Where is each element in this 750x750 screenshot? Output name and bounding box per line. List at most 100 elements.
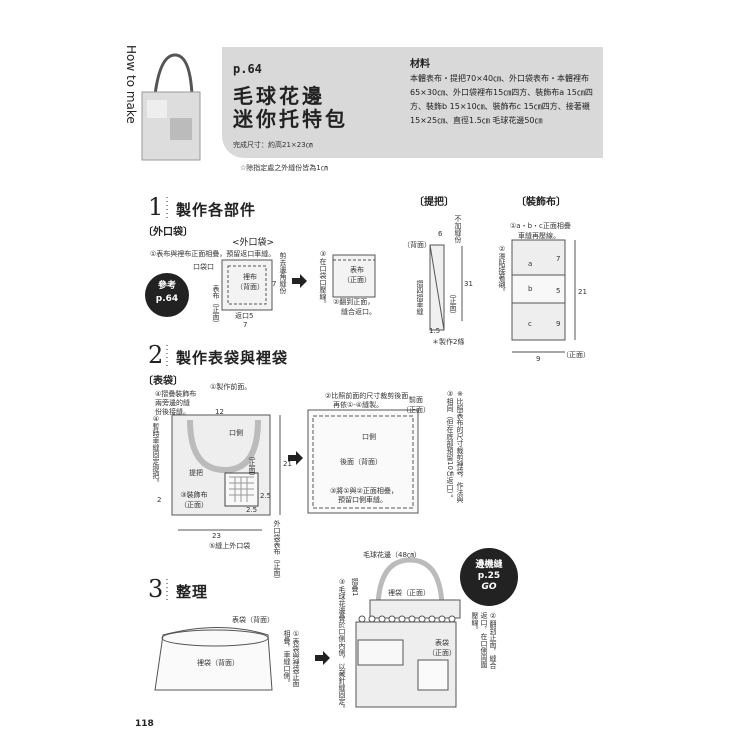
step3-note3: ③毛球花邊疊於口側內側，以藏針縫固定。 [338,578,346,712]
dim-25a: 2.5 [260,492,272,500]
title-line-1: 毛球花邊 [233,84,325,108]
lining-front-label: 裡袋（正面） [388,589,430,597]
header-box [222,47,603,158]
pocket-title: <外口袋> [232,238,275,248]
dim-2: 2 [157,496,162,504]
handle-front: （正面） [449,290,457,318]
deco-c: c [528,320,532,328]
turn-diagram [154,627,273,691]
front-face-label: 前面 （正面） [402,395,430,415]
pocket-label: 〔外口袋〕 [143,227,193,238]
pocket-step1: ①表布與裡布正面相疊，預留返口車縫。 [150,250,276,258]
handle-make-2: ＊製作2條 [432,338,465,346]
step3-title: 整理 [176,583,209,601]
bubble-page: p.25 [477,571,501,581]
deco-dim-21: 21 [578,288,587,296]
front-side: （正面） [248,452,256,480]
deco-step1: ①a・b・c正面相疊車縫再壓線。 [510,221,571,241]
seam-note: ☆除指定處之外縫份皆為1㎝ [240,164,328,172]
dim-21: 21 [283,460,292,468]
bubble-text: 邊機縫 [475,560,503,570]
deco-dim-5: 5 [556,287,561,295]
bag-photo [141,53,201,161]
back-step2-line: 再依①-④縫製。 [333,401,384,409]
handle-no-seam: 不加縫份 [454,215,462,243]
pocket-step2-line: 縫合返口。 [341,308,376,316]
opening-label: 返口5 [235,312,254,320]
materials-title: 材料 [410,59,430,70]
outer-bag-label: 〔表袋〕 [143,376,183,387]
handle-label: 〔提把〕 [414,197,454,208]
handle-dim-6: 6 [438,230,443,238]
materials-line: 65×30㎝、外口袋裡布15㎝四方、裝飾布a 15㎝四 [410,88,593,97]
deco-fabric-text: ③裝飾布 [180,491,208,499]
deco-b: b [528,285,533,293]
step1-title: 製作各部件 [176,201,257,219]
handle-dim-15: 1.5 [429,327,441,335]
title-line-2: 迷你托特包 [233,107,348,131]
machine-sew-bubble: 邊機縫 p.25 GO [460,548,518,606]
materials-line: 本體表布・提把70×40㎝、外口袋表布・本體裡布 [410,74,590,83]
dim-7-height: 7 [272,280,277,288]
outer-fabric-label: 表布（正面） [212,285,220,327]
lining-side: （背面） [236,283,264,291]
lining-note: ※比照表布的尺寸裁剪裡袋，作法與③相同（但在底部預留10㎝返口）。 [446,390,464,503]
handle-in-bag: 提把 [189,469,203,477]
bubble-go: GO [481,582,497,592]
deco-fabric-side: （正面） [180,501,208,509]
step3-number: 3 [148,575,164,603]
side-label: How to make [124,45,138,124]
lining-text: 裡布 [243,273,257,281]
pocket-outer-note: 外口袋表布（正面） [273,520,281,583]
pocket-outer-side: （正面） [343,276,371,284]
pocket-diagram [221,259,273,311]
pocket-outer-text: 表布 [350,266,364,274]
finished-size: 完成尺寸：約高21×23㎝ [233,141,313,149]
deco-diagram [511,239,576,353]
dim-25b: 2.5 [246,506,258,514]
pocket-step2-line: ②翻到正面， [333,298,375,306]
back-step2: ②比照前面的尺寸裁剪後面，再依①-④縫製。 [325,392,415,410]
dim-12: 12 [215,408,224,416]
pocket-mouth: 口袋口 [193,263,214,271]
step3-note1: ①表袋與裡袋正面相疊，車縫口側。 [283,630,300,687]
page-ref: p.64 [233,62,262,76]
step4-line: ④摺疊裝飾布 [155,390,197,398]
front-mouth: 口側 [229,429,243,437]
materials-list: 本體表布・提把70×40㎝、外口袋表布・本體裡布 65×30㎝、外口袋裡布15㎝… [410,72,593,128]
pocket-step3: ③在口袋口壓線。 [319,250,327,307]
reference-bubble: 參考 p.64 [145,273,189,317]
front-face-text: 前面 [409,396,423,404]
pocket-finished [332,254,376,298]
deco-fabric-label: ③裝飾布 （正面） [180,490,208,510]
handle-back: （背面） [403,241,431,249]
handle-dim-31: 31 [464,280,473,288]
back-face: 後面（背面） [340,458,382,466]
dim-7-width: 7 [243,321,248,329]
ref-bubble-page: p.64 [155,294,179,304]
lining-label: 裡布 （背面） [236,272,264,292]
front-face-side: （正面） [402,406,430,414]
cut-corner-note: 剪去邊角縫份 [279,252,287,294]
step3-note2: ②翻到正面，縫合返口，在口側周圍壓線。 [471,612,497,669]
make-front: ①製作前面。 [210,383,252,391]
materials-line: 15×25㎝、直徑1.5㎝ 毛球花邊50㎝ [410,116,543,125]
deco-dim-9w: 9 [536,355,541,363]
outer-back-label: 表袋（背面） [232,616,274,624]
back-mouth: 口側 [362,433,376,441]
deco-label: 〔裝飾布〕 [516,197,566,208]
step2-title: 製作表袋與裡袋 [176,349,289,367]
back-diagram [307,409,419,514]
pocket-step2: ②翻到正面， 縫合返口。 [333,297,376,317]
materials-line: 方、裝飾b 15×10㎝、裝飾布c 15㎝四方、接著襯 [410,102,590,111]
deco-a: a [528,260,533,268]
ref-bubble-text: 參考 [157,281,176,291]
lining-back-label: 裡袋（背面） [197,659,239,667]
deco-dim-7: 7 [556,255,561,263]
outer-front-side: （正面） [428,649,456,657]
outer-front-text: 表袋 [435,639,449,647]
back-step3-line: 預留口側車縫。 [338,496,387,504]
outer-front-diagram [171,414,281,531]
